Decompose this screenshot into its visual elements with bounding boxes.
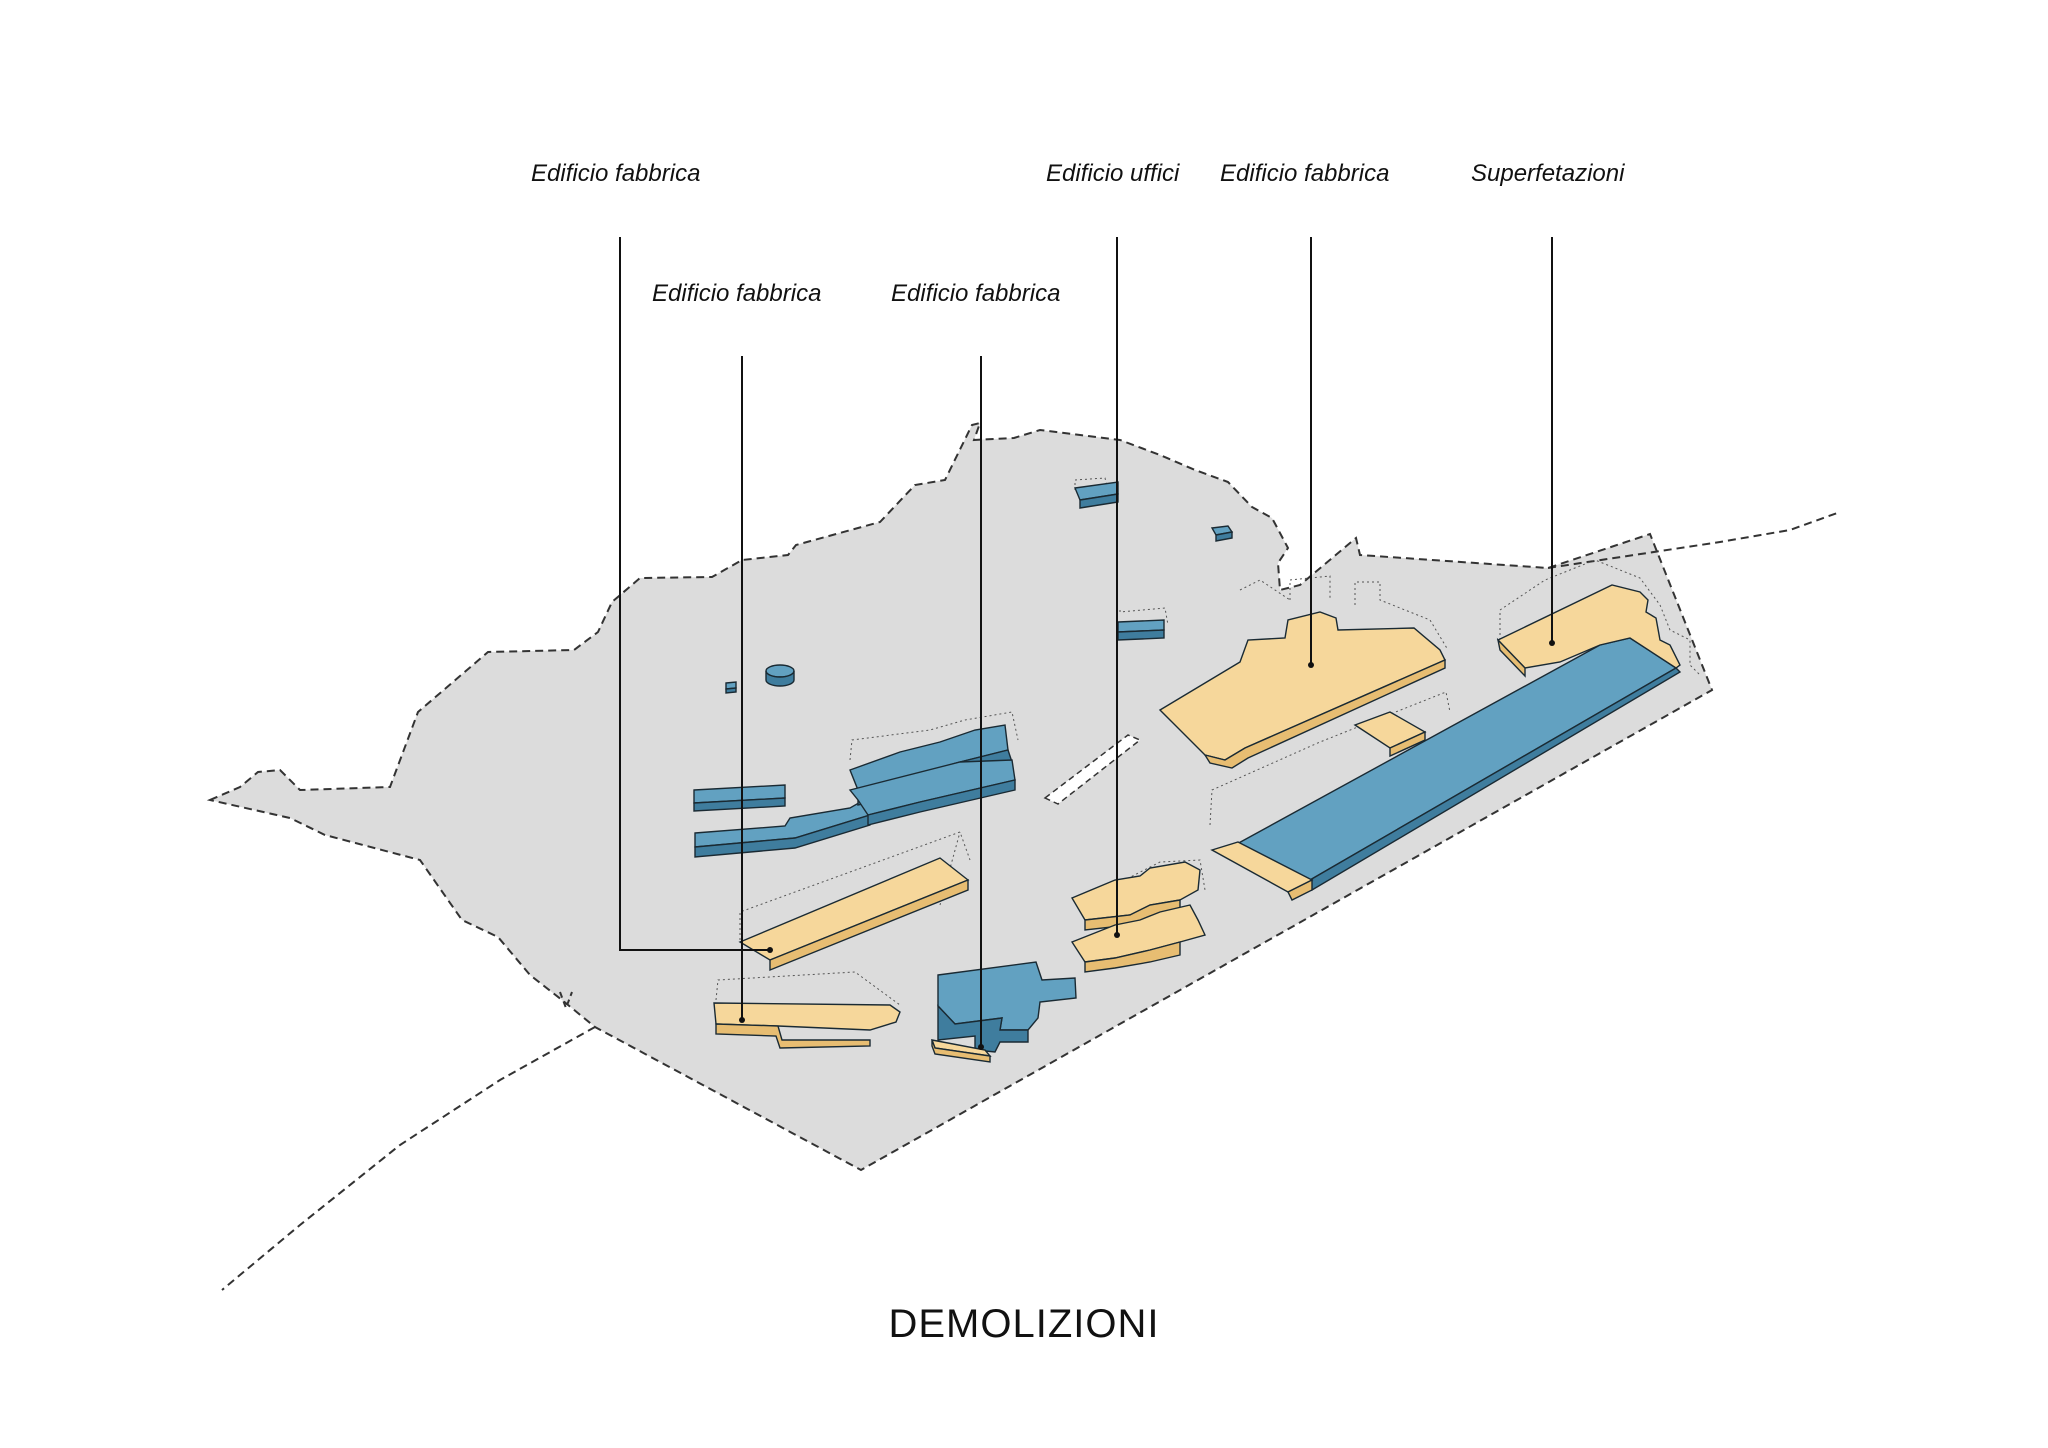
block-side [1117, 629, 1165, 641]
diagram-title: DEMOLIZIONI [888, 1302, 1160, 1346]
annex-side [1389, 730, 1426, 758]
site-area [206, 421, 1841, 1291]
ghost-box-10 [1119, 607, 1169, 626]
ghost-box-6 [1499, 559, 1701, 676]
demolished-cylinder [765, 664, 795, 687]
demolished-mid-strip [1117, 619, 1165, 641]
ghost-box-3 [715, 971, 901, 1006]
label-edificio-fabbrica-mid-left: Edificio fabbrica [652, 280, 822, 307]
block-side [937, 1004, 1029, 1053]
kept-offices [1070, 861, 1206, 973]
leader-dot-mid [978, 1044, 984, 1050]
road-line-left [221, 1026, 596, 1291]
block-side [1215, 531, 1233, 542]
road-line-right [1547, 511, 1841, 569]
demolished-cluster-left [693, 724, 1016, 858]
label-edificio-fabbrica-far-left: Edificio fabbrica [531, 160, 701, 187]
leader-dot-right-factory [1308, 662, 1314, 668]
block-d-side [867, 779, 1016, 826]
kept-annex [1353, 711, 1427, 758]
kept-superfetazioni [1496, 584, 1681, 678]
ghost-box-8 [849, 711, 1019, 761]
kept-bottom-left [713, 1002, 901, 1049]
label-superfetazioni: Superfetazioni [1471, 160, 1625, 187]
offices-lower-side [1084, 941, 1181, 973]
leader-dot-mid-left [739, 1017, 745, 1023]
bar-side [769, 878, 969, 972]
kept-long-bar [738, 857, 970, 972]
block-side [715, 1023, 871, 1049]
cylinder-side [765, 670, 795, 687]
strip-a-side [693, 797, 786, 812]
demolished-buildings [693, 481, 1682, 1053]
ghost-box-1 [739, 831, 971, 940]
strip-side [931, 1039, 991, 1063]
leader-far-left [619, 237, 770, 951]
kept-buildings [713, 584, 1681, 1063]
demolished-tiny-right [1210, 525, 1234, 542]
leader-lines [619, 237, 1553, 1047]
leader-dot-offices [1114, 932, 1120, 938]
label-edificio-uffici: Edificio uffici [1046, 160, 1180, 187]
leader-dots [739, 640, 1555, 1050]
inlet-notch [559, 991, 573, 1011]
ghost-box-11 [1239, 579, 1291, 601]
skirt-side [1287, 878, 1313, 901]
demolished-cluster-bottom [937, 961, 1077, 1053]
leader-dot-far-left [767, 947, 773, 953]
label-edificio-fabbrica-mid: Edificio fabbrica [891, 280, 1061, 307]
leader-dot-superfetazioni [1549, 640, 1555, 646]
superfetazioni-side [1496, 637, 1526, 678]
demolished-small-top [1074, 481, 1119, 509]
ghost-volumes [715, 477, 1701, 1006]
demolished-tiny-left [725, 681, 737, 694]
factory-side [1203, 658, 1446, 769]
kept-shed-skirt [1210, 841, 1314, 901]
kept-right-factory [1158, 611, 1446, 769]
kept-small-strip [930, 1039, 992, 1063]
ghost-box-4 [1209, 691, 1451, 826]
superfetazioni-top [1496, 584, 1681, 669]
block-side [725, 687, 737, 694]
label-edificio-fabbrica-right: Edificio fabbrica [1220, 160, 1390, 187]
